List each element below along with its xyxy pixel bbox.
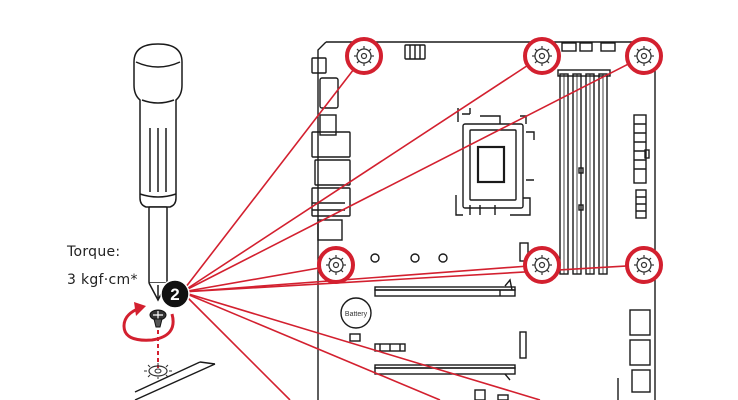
screw-hole-top-middle bbox=[523, 37, 561, 75]
callout-line-top-right bbox=[181, 55, 645, 293]
screw-holes bbox=[317, 37, 663, 284]
rotate-arrow-icon bbox=[122, 302, 175, 342]
step-badge-icon: 2 bbox=[160, 279, 190, 309]
screw-hole-mid-middle bbox=[523, 246, 561, 284]
torque-title: Torque: bbox=[67, 244, 121, 260]
callout-line-mid-right bbox=[181, 264, 645, 293]
battery-icon: Battery bbox=[340, 297, 372, 329]
screw-icon bbox=[149, 309, 167, 328]
motherboard bbox=[311, 41, 656, 400]
screw-hole-top-right bbox=[625, 37, 663, 75]
torque-value: 3 kgf·cm* bbox=[67, 272, 138, 288]
screw-hole-top-left bbox=[345, 37, 383, 75]
callout-line-bottom-2 bbox=[181, 291, 441, 400]
battery-label: Battery bbox=[345, 311, 368, 318]
callout-line-mid-left bbox=[181, 264, 337, 293]
callout-lines bbox=[181, 55, 645, 400]
screwdriver-icon bbox=[133, 43, 183, 302]
callout-line-top-middle bbox=[181, 55, 543, 293]
callout-line-bottom-1 bbox=[181, 291, 291, 400]
callout-line-bottom-3 bbox=[181, 291, 541, 400]
step-number: 2 bbox=[170, 285, 179, 304]
callout-line-top-left bbox=[181, 55, 365, 293]
screw-hole-mid-right bbox=[625, 246, 663, 284]
callout-line-mid-middle bbox=[181, 264, 543, 293]
chassis-plate bbox=[134, 361, 216, 400]
screw-hole-mid-left bbox=[317, 246, 355, 284]
standoff-hole-icon bbox=[144, 363, 172, 379]
